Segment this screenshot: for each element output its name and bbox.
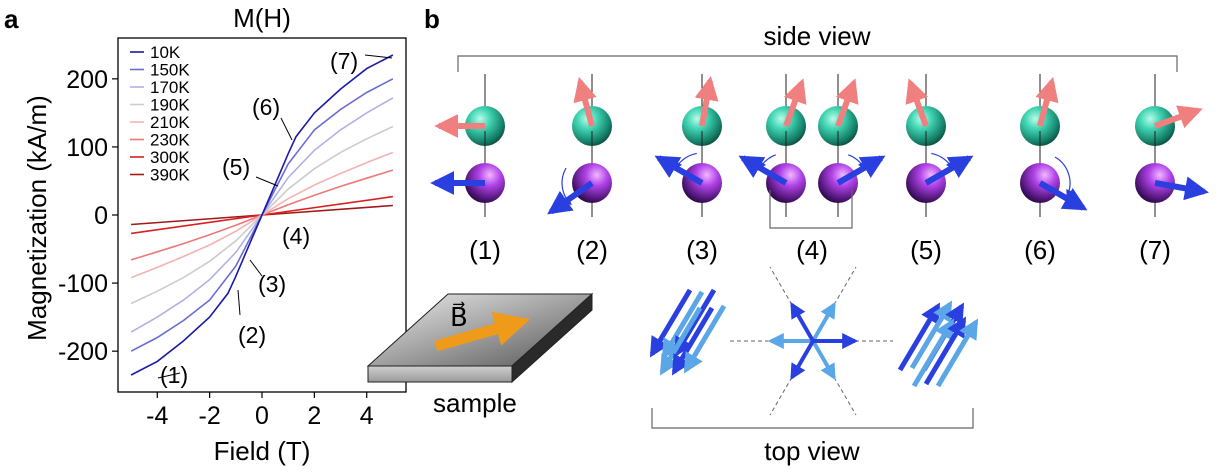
top-right-bundle-arrow-icon xyxy=(935,318,979,388)
state-6-pink-arrow-icon xyxy=(1035,76,1059,127)
state-4-bracket xyxy=(769,190,853,229)
state-2-rotation-arc-icon xyxy=(561,167,572,206)
panel-b-letter: b xyxy=(424,4,440,34)
chart-title: M(H) xyxy=(233,3,291,33)
top-view-diagram xyxy=(649,266,979,416)
x-tick-label: 2 xyxy=(307,402,321,430)
y-axis-label: Magnetization (kA/m) xyxy=(22,95,52,341)
sample-label: sample xyxy=(433,388,517,418)
legend-label-230K: 230K xyxy=(150,131,190,150)
state-label-4: (4) xyxy=(796,235,828,265)
state-4-blue-arrow-icon xyxy=(836,155,886,186)
top-star-light-arrow-icon xyxy=(811,301,836,342)
y-tick-label: 0 xyxy=(94,202,108,230)
top-right-bundle-arrow-icon xyxy=(909,300,953,370)
legend-label-300K: 300K xyxy=(150,148,190,167)
top-right-bundle-arrow-icon xyxy=(911,318,955,388)
top-star-light-arrow-icon xyxy=(811,340,836,381)
state-3-rotation-arc-icon xyxy=(675,152,697,170)
x-tick-label: -4 xyxy=(146,402,168,430)
state-label-6: (6) xyxy=(1024,235,1056,265)
top-view-bracket xyxy=(651,408,974,429)
y-tick-label: -200 xyxy=(58,338,108,366)
top-left-bundle-arrow-icon xyxy=(659,306,703,376)
state-label-7: (7) xyxy=(1139,235,1171,265)
state-3-blue-arrow-icon xyxy=(654,155,704,186)
x-tick-label: -2 xyxy=(199,402,221,430)
state-3-pink-arrow-icon xyxy=(694,75,719,127)
state-4-rotation-arc-icon xyxy=(759,154,776,170)
series-line-10K xyxy=(130,54,394,376)
y-tick-label: 200 xyxy=(66,66,108,94)
top-star-blue-arrow-icon xyxy=(790,340,815,381)
state-2-pink-arrow-icon xyxy=(573,76,597,127)
state-6-blue-arrow-icon xyxy=(1038,180,1088,211)
top-left-bundle-arrow-icon xyxy=(683,304,727,374)
legend-label-170K: 170K xyxy=(150,78,190,97)
side-view-label: side view xyxy=(764,21,871,51)
annotation-leader-5 xyxy=(255,176,279,187)
x-tick-label: 4 xyxy=(360,402,374,430)
chart-annotation-1: (1) xyxy=(160,362,188,388)
chart-annotation-6: (6) xyxy=(252,94,280,120)
state-7-pink-arrow-icon xyxy=(1153,105,1203,129)
top-right-bundle-arrow-icon xyxy=(923,316,967,386)
legend-label-150K: 150K xyxy=(150,61,190,80)
mh-chart: -4 -2 0 2 4 -200 -100 0 100 200 10K150K170K190K210… xyxy=(58,37,407,430)
chart-annotation-3: (3) xyxy=(258,271,286,297)
top-left-bundle-arrow-icon xyxy=(661,290,705,360)
state-4-rotation-arc-icon xyxy=(848,154,865,170)
legend-label-10K: 10K xyxy=(150,43,181,62)
chart-annotation-2: (2) xyxy=(238,322,266,348)
annotation-leader-2 xyxy=(237,289,241,316)
chart-annotation-5: (5) xyxy=(222,154,250,180)
state-labels: (1) (2) (3) (4) (5) (6) (7) xyxy=(469,235,1171,265)
top-left-bundle-arrow-icon xyxy=(673,288,717,358)
state-6-rotation-arc-icon xyxy=(1054,156,1073,197)
state-4-pink-arrow-icon xyxy=(835,78,859,128)
sample-slab: B⃗ xyxy=(366,292,594,384)
state-4-pink-arrow-icon xyxy=(783,78,807,128)
sample-side-face xyxy=(511,292,593,384)
field-vector-label: B⃗ xyxy=(450,301,468,332)
annotation-leader-6 xyxy=(280,117,293,141)
state-5-blue-arrow-icon xyxy=(924,155,974,186)
side-view-states xyxy=(430,74,1209,217)
chart-state-annotations: (1) (2) (3) (4) (5) (6) (7) xyxy=(157,48,393,388)
top-right-bundle-arrow-icon xyxy=(897,302,941,372)
side-view-bracket xyxy=(457,55,1178,72)
y-tick-label: -100 xyxy=(58,270,108,298)
top-left-bundle-arrow-icon xyxy=(649,288,693,358)
state-4-blue-arrow-icon xyxy=(738,155,788,186)
field-arrow-icon xyxy=(434,311,531,352)
state-2-blue-arrow-icon xyxy=(547,180,594,215)
top-view-label: top view xyxy=(764,436,860,466)
top-left-bundle-arrow-icon xyxy=(671,306,715,376)
state-label-5: (5) xyxy=(910,235,942,265)
annotation-leader-7 xyxy=(364,54,393,59)
x-tick-label: 0 xyxy=(255,402,269,430)
top-star-blue-arrow-icon xyxy=(790,301,815,342)
x-axis-label: Field (T) xyxy=(214,436,311,466)
annotation-leader-1 xyxy=(157,372,181,379)
state-label-1: (1) xyxy=(469,235,501,265)
y-tick-label: 100 xyxy=(66,134,108,162)
state-label-2: (2) xyxy=(576,235,608,265)
annotation-leader-3 xyxy=(249,259,263,277)
legend-label-190K: 190K xyxy=(150,96,190,115)
panel-a-letter: a xyxy=(4,4,19,34)
state-5-rotation-arc-icon xyxy=(931,152,953,170)
chart-annotation-7: (7) xyxy=(330,48,358,74)
chart-annotation-4: (4) xyxy=(282,223,310,249)
sample-front-face xyxy=(367,365,513,383)
state-label-3: (3) xyxy=(686,235,718,265)
state-5-pink-arrow-icon xyxy=(905,78,929,128)
legend-label-210K: 210K xyxy=(150,113,190,132)
legend-label-390K: 390K xyxy=(150,166,190,185)
state-7-blue-arrow-icon xyxy=(1154,176,1209,201)
